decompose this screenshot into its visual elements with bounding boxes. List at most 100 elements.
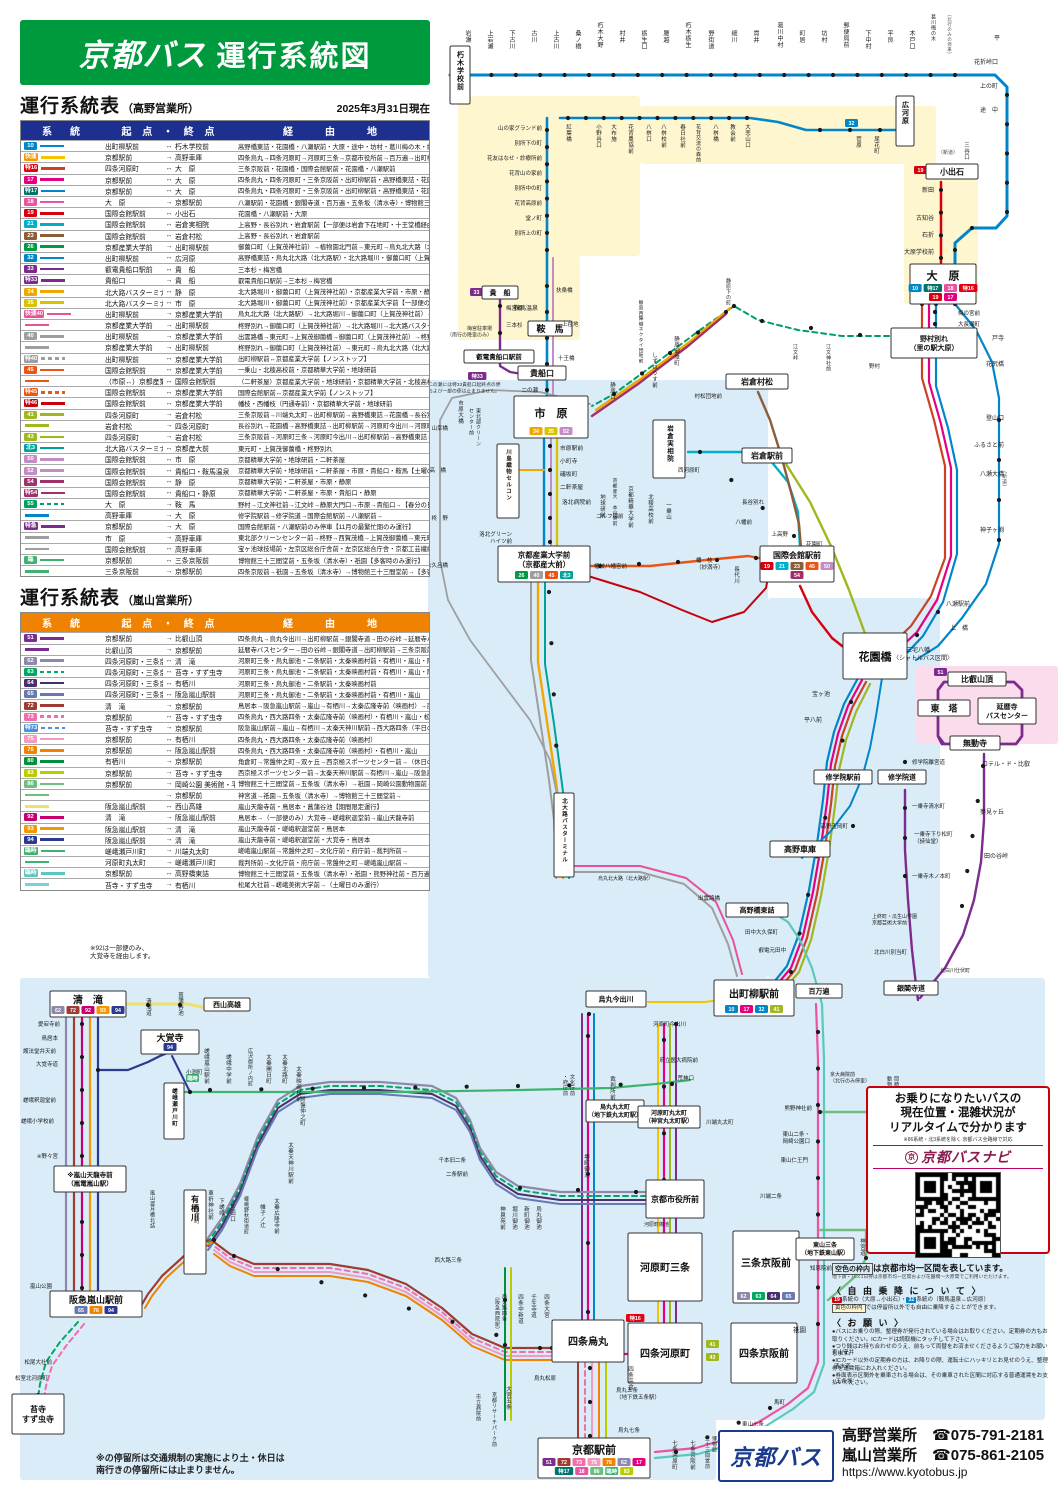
route-line xyxy=(770,910,824,1006)
station-label: 下嵯峨 xyxy=(218,1198,225,1217)
station-box xyxy=(769,840,831,858)
station-label: 烏丸御池 xyxy=(535,1205,542,1230)
station-box-label: 岩倉駅前 xyxy=(750,451,783,461)
route-arrow: ↔ xyxy=(165,489,173,497)
route-arrow: ↔ xyxy=(165,556,173,564)
route-row: 苔寺・すず虫寺→有栖川松尾大社前→嵯峨美術大学前→（土曜日のみ運行） xyxy=(21,878,429,890)
route-badge-label: 臨時 xyxy=(606,1467,617,1475)
route-line-sample xyxy=(40,223,64,226)
station-label: 洛北病院前 xyxy=(562,498,591,506)
route-via: 鳥居本→阪急嵐山駅前→嵐山→有栖川→太秦広隆寺前（映画村）→西大路四条→四条烏丸 xyxy=(238,703,429,711)
route-badge xyxy=(515,571,528,579)
station-dot xyxy=(938,233,944,238)
station-dot xyxy=(877,127,883,133)
station-label: 長代川 xyxy=(733,566,740,584)
route-origin: 四条河原町・三条京阪前 xyxy=(105,658,163,666)
route-badge-label: 86 xyxy=(594,1469,600,1475)
route-via: 東北部クリーンセンター前→柊野→西賀茂橋→上賀茂御薗橋→東元町→【春分の日のみ運… xyxy=(238,535,429,543)
route-line xyxy=(171,1055,191,1093)
station-label: 宝ヶ池 xyxy=(812,690,830,698)
station-box-label: 修学院駅前 xyxy=(825,773,861,782)
route-badge: 特54 xyxy=(24,488,39,497)
route-destination: 国際会館駅前 xyxy=(175,379,216,387)
station-box xyxy=(842,632,908,680)
route-line-sample xyxy=(40,458,64,461)
station-dot xyxy=(708,72,714,78)
route-line-sample xyxy=(40,245,64,249)
route-arrow: ↔ xyxy=(165,164,173,172)
station-box-label: 有栖川 xyxy=(191,1194,200,1222)
station-label: 七条河原町 xyxy=(671,1439,678,1470)
station-dot xyxy=(952,247,958,253)
onegai-item: ●ICカード以外の定期券の方は、お降りの際、運転士にハッキリとお見せのうえ、整理… xyxy=(832,1358,1048,1372)
route-line-sample xyxy=(40,816,64,819)
station-label: 京都精華大学前 xyxy=(627,485,634,529)
route-destination: 阪急嵐山駅前 xyxy=(175,748,216,756)
route-line-sample xyxy=(40,637,64,640)
station-label: 裁判所前 xyxy=(609,1075,616,1101)
station-label: 市原駅前 xyxy=(560,444,583,452)
route-origin: 阪急嵐山駅前 xyxy=(105,826,146,834)
route-line-sample xyxy=(41,402,66,405)
station-box xyxy=(895,95,915,147)
station-box xyxy=(813,769,873,785)
route-badge: 43 xyxy=(24,432,37,441)
fare-zone-kitayama xyxy=(428,380,768,978)
station-dot xyxy=(902,873,908,879)
route-badge xyxy=(81,1006,95,1014)
office1-name: 高野営業所 xyxy=(842,1427,918,1444)
route-badge: 18 xyxy=(24,198,37,207)
route-badge: 臨 xyxy=(24,556,37,565)
route-badge: 特16 xyxy=(24,164,39,173)
station-box-label: 岩倉村松 xyxy=(740,377,773,387)
station-label: ゴルフ場前 xyxy=(596,512,624,520)
route-origin: 大 原 xyxy=(105,200,126,208)
station-dot xyxy=(611,72,616,78)
station-dot xyxy=(585,1240,591,1246)
station-box xyxy=(527,320,573,337)
station-dot xyxy=(583,115,589,121)
route-origin: 清 滝 xyxy=(105,703,126,711)
route-line-sample xyxy=(25,648,49,651)
route-destination: 岩倉村松 xyxy=(175,233,203,241)
onegai-item: ●つり銭はお持ち合わせのうえ、前もって両替をお済ませくださるようご協力をお願いし… xyxy=(832,1343,1048,1358)
station-box-label: 京都産業大学前 xyxy=(518,550,571,560)
station-dot xyxy=(145,1002,151,1008)
station-box-label: 大 原 xyxy=(927,269,960,283)
station-label: 平良 xyxy=(886,30,893,44)
station-dot xyxy=(815,1212,821,1217)
route-badge-label: 51 xyxy=(938,670,944,676)
route-line-sample xyxy=(25,883,49,886)
station-box xyxy=(732,1230,800,1304)
station-box-label: 烏丸今出川 xyxy=(599,995,634,1004)
route-destination: 清 滝 xyxy=(175,837,196,845)
route-badge-label: 72 xyxy=(561,1460,567,1466)
route-badge-label: 10 xyxy=(912,286,918,292)
route-arrow: → xyxy=(165,198,173,206)
station-label: 大覚寺道 xyxy=(36,1060,59,1068)
station-label: 四条大宮 xyxy=(543,1294,550,1319)
route-badge-label: 10 xyxy=(729,1007,735,1013)
station-box xyxy=(883,980,939,996)
station-box-label: 修学院道 xyxy=(887,773,916,782)
station-label: 村松団地前 xyxy=(694,392,722,400)
route-origin: 京都産業大学前 xyxy=(105,323,153,331)
route-badge-label: 64 xyxy=(771,1294,777,1300)
route-line-sample xyxy=(40,849,65,853)
route-origin: 清 滝 xyxy=(105,815,126,823)
route-via: 三条京阪前→川端丸太町→出町柳駅前→高野橋東詰→花園橋→長谷別れ→ xyxy=(238,412,429,420)
station-dot xyxy=(684,72,689,78)
route-origin: 四条河原町 xyxy=(105,166,139,174)
route-via: 高野橋東詰・烏丸北大路（北大路駅）・北大路堀川・御薗口町（上賀茂神社前）・京都産… xyxy=(238,255,429,263)
station-label: 太秦開日町 xyxy=(265,1053,272,1084)
route-destination: 清 滝 xyxy=(175,658,196,666)
route-line xyxy=(756,390,803,550)
